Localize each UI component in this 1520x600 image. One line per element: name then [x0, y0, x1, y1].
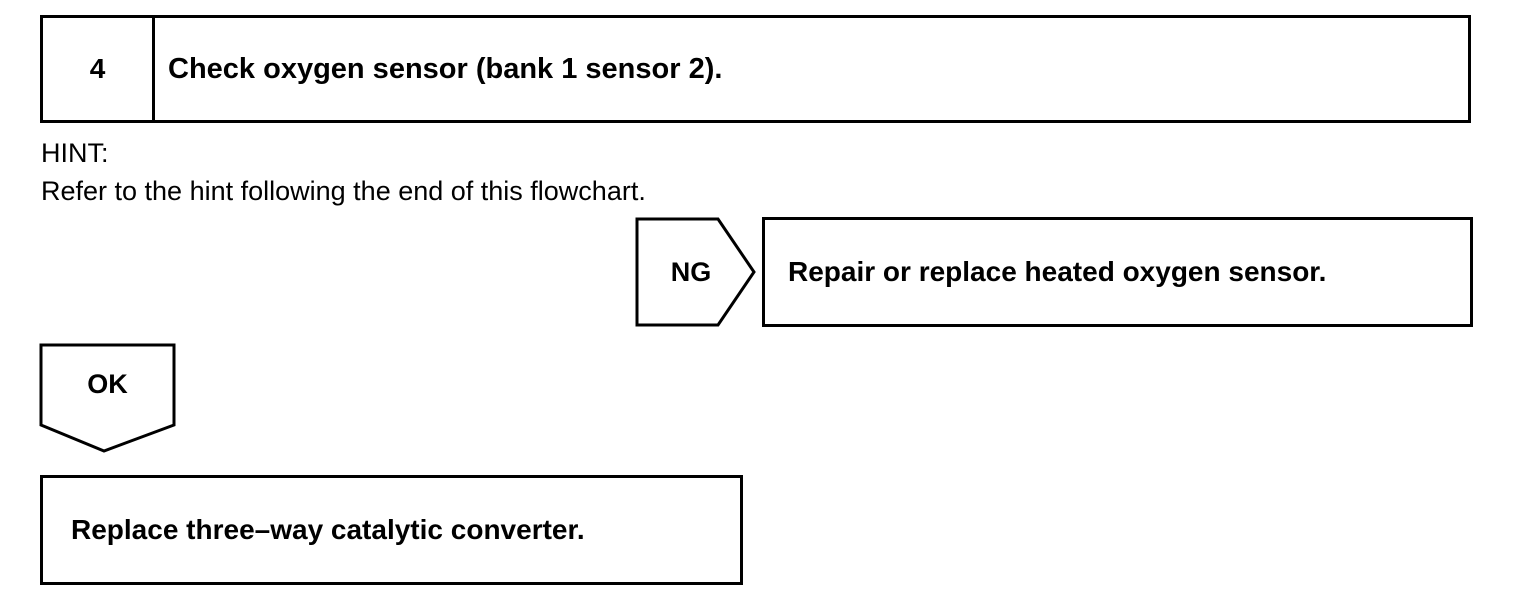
hint-label: HINT:: [41, 138, 109, 168]
step-header: 4 Check oxygen sensor (bank 1 sensor 2).: [40, 15, 1471, 123]
ng-result-box: Repair or replace heated oxygen sensor.: [762, 217, 1473, 327]
step-number: 4: [43, 18, 155, 120]
ng-arrow-shape: [635, 217, 756, 327]
hint-text: Refer to the hint following the end of t…: [41, 176, 646, 206]
ng-branch-label: NG: [670, 256, 712, 287]
ok-result-text: Replace three–way catalytic converter.: [71, 514, 585, 545]
step-title: Check oxygen sensor (bank 1 sensor 2).: [168, 52, 723, 85]
ng-result-text: Repair or replace heated oxygen sensor.: [788, 256, 1327, 287]
ok-result-box: Replace three–way catalytic converter.: [40, 475, 743, 585]
ok-arrow-shape: [39, 343, 176, 453]
ok-branch-label: OK: [87, 368, 128, 399]
